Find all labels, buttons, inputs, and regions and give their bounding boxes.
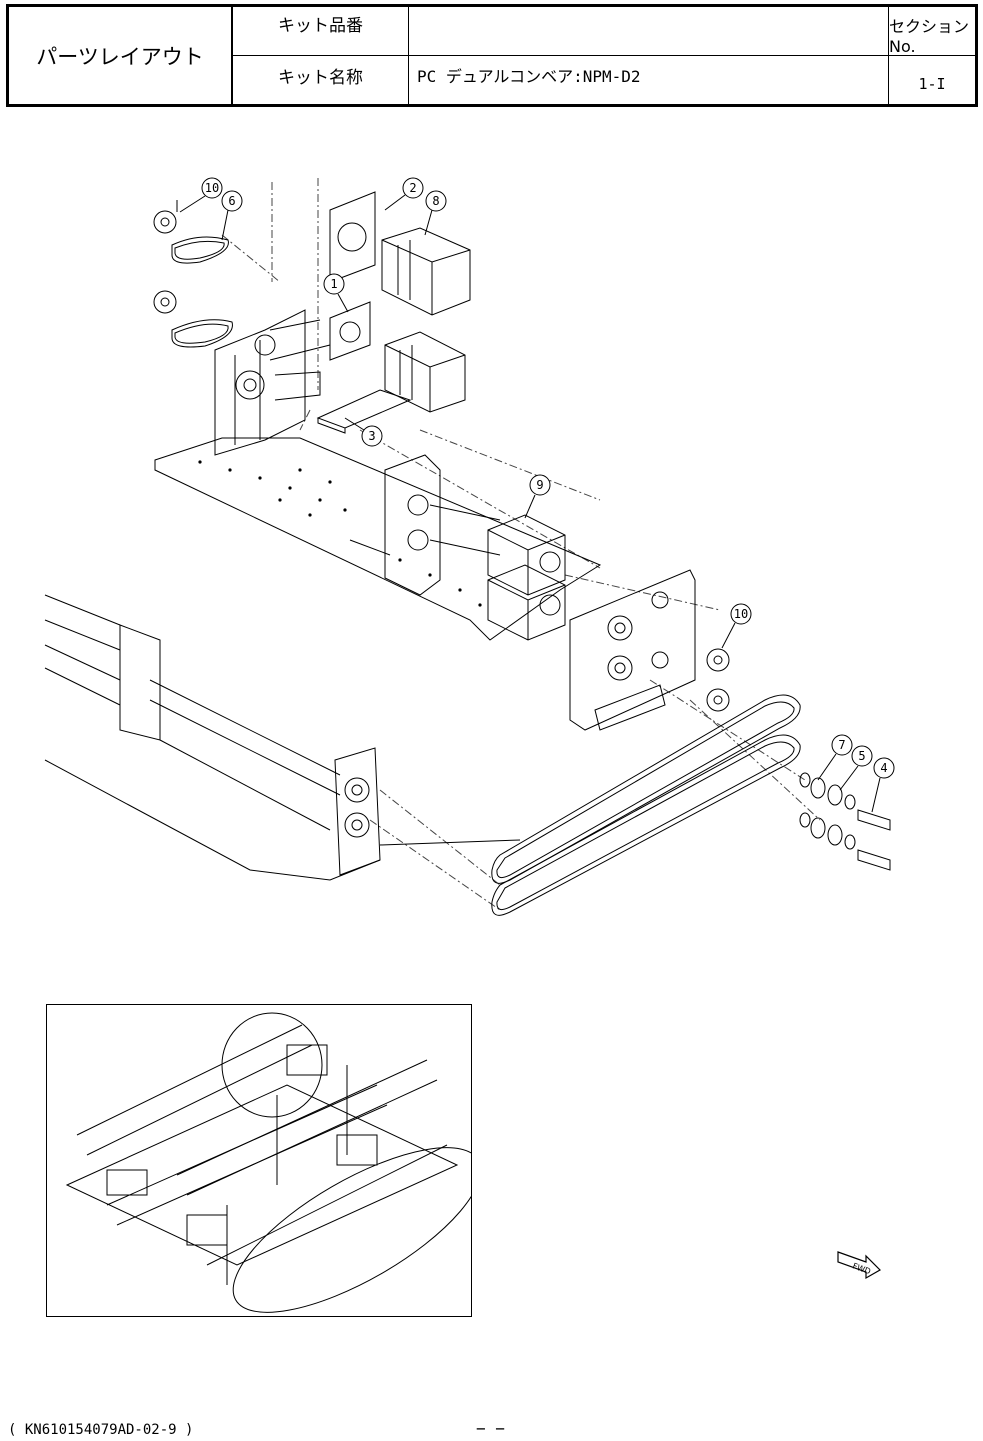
page-number: − − [476,1419,505,1438]
svg-text:8: 8 [432,194,439,208]
svg-text:9: 9 [536,478,543,492]
title-block: パーツレイアウト キット品番 セクションNo. キット名称 PC デュアルコンベ… [6,4,978,107]
callout-2: 2 [385,178,423,210]
pulley-10-right [707,649,729,711]
callout-1: 1 [324,274,348,312]
callout-6: 6 [222,191,242,240]
callout-7: 7 [818,735,852,780]
svg-text:3: 3 [368,429,375,443]
document-code: ( KN610154079AD-02-9 ) [8,1422,193,1438]
svg-text:5: 5 [858,749,865,763]
kit-number-value [409,7,889,56]
callout-9: 9 [525,475,550,518]
callout-4: 4 [872,758,894,812]
kit-number-label: キット品番 [233,7,409,56]
svg-text:6: 6 [228,194,235,208]
left-bracket-assembly [215,310,330,455]
part-callouts: 10 6 2 8 1 3 9 [180,178,894,812]
lower-motor [385,332,465,412]
assembly-guide-lines [222,178,820,910]
document-title: パーツレイアウト [9,7,233,104]
svg-text:10: 10 [734,607,748,621]
overview-frame [46,1004,472,1317]
callout-3: 3 [345,418,382,446]
callout-8: 8 [425,191,446,235]
svg-text:1: 1 [330,277,337,291]
motor-bracket-1 [330,302,370,360]
conveyor-frame-lower-left [45,595,520,880]
section-value: 1-I [889,56,975,104]
kit-name-label: キット名称 [233,56,409,104]
svg-text:10: 10 [205,181,219,195]
motor-8 [382,228,470,315]
exploded-parts-drawing: 10 6 2 8 1 3 9 [0,150,983,930]
belts-lower [492,695,800,915]
motor-bracket-2 [330,192,375,282]
overview-illustration [47,1005,471,1316]
section-label: セクションNo. [889,7,975,56]
callout-10-right: 10 [722,604,751,648]
pulley-10-upper [154,200,177,313]
fwd-arrow-icon: FWD [836,1244,884,1284]
belt-6 [172,237,232,347]
base-plate-upper [155,438,600,640]
washers-and-bolts [800,773,890,870]
svg-text:2: 2 [409,181,416,195]
svg-text:4: 4 [880,761,887,775]
plate-3 [318,390,410,433]
svg-text:7: 7 [838,738,845,752]
callout-10-top: 10 [180,178,222,212]
kit-name-value: PC デュアルコンベア:NPM-D2 [409,56,889,104]
right-end-plate [570,570,695,730]
